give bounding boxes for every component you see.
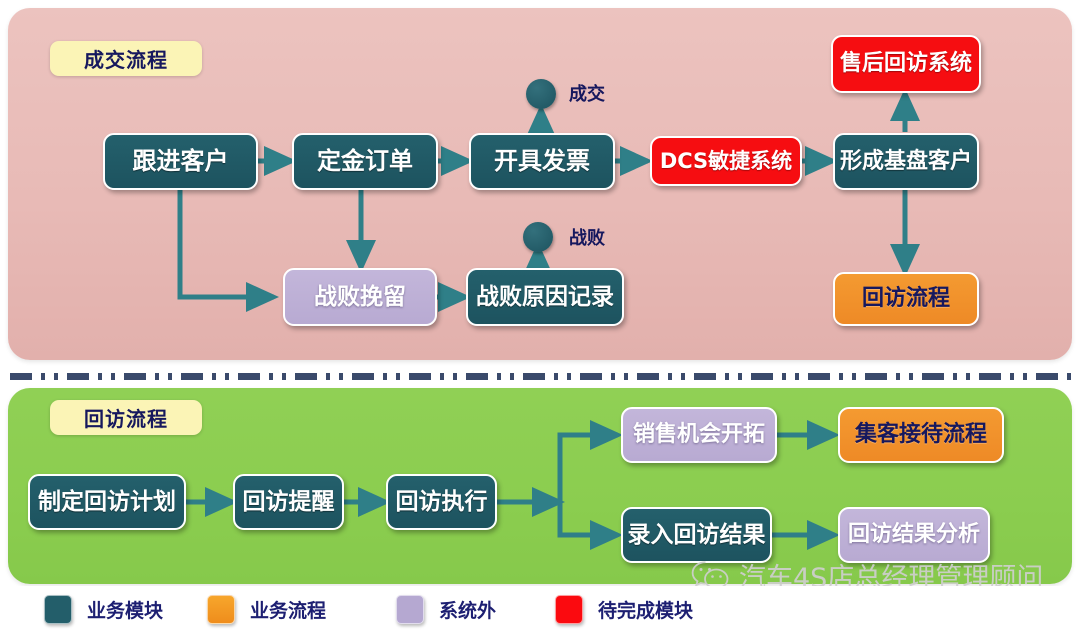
deal-process-badge: 成交流程 xyxy=(50,41,202,76)
node-visit-execute-label: 回访执行 xyxy=(395,488,488,515)
visit-process-badge-label: 回访流程 xyxy=(84,407,168,431)
legend-item-pending-module: 待完成模块 xyxy=(555,595,693,624)
node-gathering-reception-label: 集客接待流程 xyxy=(854,422,987,448)
legend-item-business-process: 业务流程 xyxy=(207,595,326,624)
node-after-sales-system[interactable]: 售后回访系统 xyxy=(831,35,981,93)
marker-label-deal-done: 成交 xyxy=(569,84,605,105)
legend-swatch-business-module xyxy=(44,595,72,624)
legend-item-business-module: 业务模块 xyxy=(44,595,163,624)
node-dcs-system-label: DCS敏捷系统 xyxy=(659,148,793,173)
node-follow-customer-label: 跟进客户 xyxy=(132,146,229,175)
node-enter-result[interactable]: 录入回访结果 xyxy=(621,507,772,563)
node-make-plan[interactable]: 制定回访计划 xyxy=(28,474,186,530)
node-loss-reason-record[interactable]: 战败原因记录 xyxy=(466,268,624,326)
legend-swatch-business-process xyxy=(207,595,235,624)
marker-dot-deal-done xyxy=(526,79,556,109)
node-enter-result-label: 录入回访结果 xyxy=(627,521,766,548)
node-result-analysis-label: 回访结果分析 xyxy=(847,522,980,548)
legend-item-outside-system: 系统外 xyxy=(396,595,496,624)
legend: 业务模块 业务流程 系统外 待完成模块 xyxy=(0,586,1080,633)
node-issue-invoice[interactable]: 开具发票 xyxy=(469,133,615,190)
node-follow-customer[interactable]: 跟进客户 xyxy=(103,133,258,190)
node-loss-reason-record-label: 战败原因记录 xyxy=(476,283,614,310)
node-visit-reminder[interactable]: 回访提醒 xyxy=(233,474,344,530)
node-sales-opportunity[interactable]: 销售机会开拓 xyxy=(621,407,777,463)
node-form-base-customer[interactable]: 形成基盘客户 xyxy=(833,133,979,190)
node-gathering-reception[interactable]: 集客接待流程 xyxy=(838,407,1004,463)
legend-label-outside-system: 系统外 xyxy=(439,600,497,622)
node-result-analysis[interactable]: 回访结果分析 xyxy=(838,507,990,563)
node-deposit-order[interactable]: 定金订单 xyxy=(292,133,438,190)
node-deposit-order-label: 定金订单 xyxy=(317,146,413,175)
node-dcs-system[interactable]: DCS敏捷系统 xyxy=(650,136,802,186)
node-sales-opportunity-label: 销售机会开拓 xyxy=(632,422,765,448)
legend-swatch-pending-module xyxy=(555,595,583,624)
node-after-sales-system-label: 售后回访系统 xyxy=(839,51,972,77)
node-make-plan-label: 制定回访计划 xyxy=(38,488,176,515)
node-issue-invoice-label: 开具发票 xyxy=(494,146,590,175)
legend-label-business-module: 业务模块 xyxy=(87,600,164,622)
deal-process-badge-label: 成交流程 xyxy=(84,48,168,72)
marker-dot-deal-lost xyxy=(523,222,553,252)
node-loss-retention-label: 战败挽留 xyxy=(314,283,406,310)
node-form-base-customer-label: 形成基盘客户 xyxy=(839,148,972,174)
node-visit-execute[interactable]: 回访执行 xyxy=(386,474,497,530)
node-loss-retention[interactable]: 战败挽留 xyxy=(283,268,437,326)
node-visit-process-label: 回访流程 xyxy=(861,286,950,312)
marker-label-deal-lost: 战败 xyxy=(569,228,605,249)
legend-label-business-process: 业务流程 xyxy=(250,600,327,622)
node-visit-process[interactable]: 回访流程 xyxy=(833,272,979,326)
visit-process-badge: 回访流程 xyxy=(50,400,202,435)
node-visit-reminder-label: 回访提醒 xyxy=(242,488,335,515)
legend-label-pending-module: 待完成模块 xyxy=(598,600,694,622)
section-divider xyxy=(10,373,1072,380)
legend-swatch-outside-system xyxy=(396,595,424,624)
